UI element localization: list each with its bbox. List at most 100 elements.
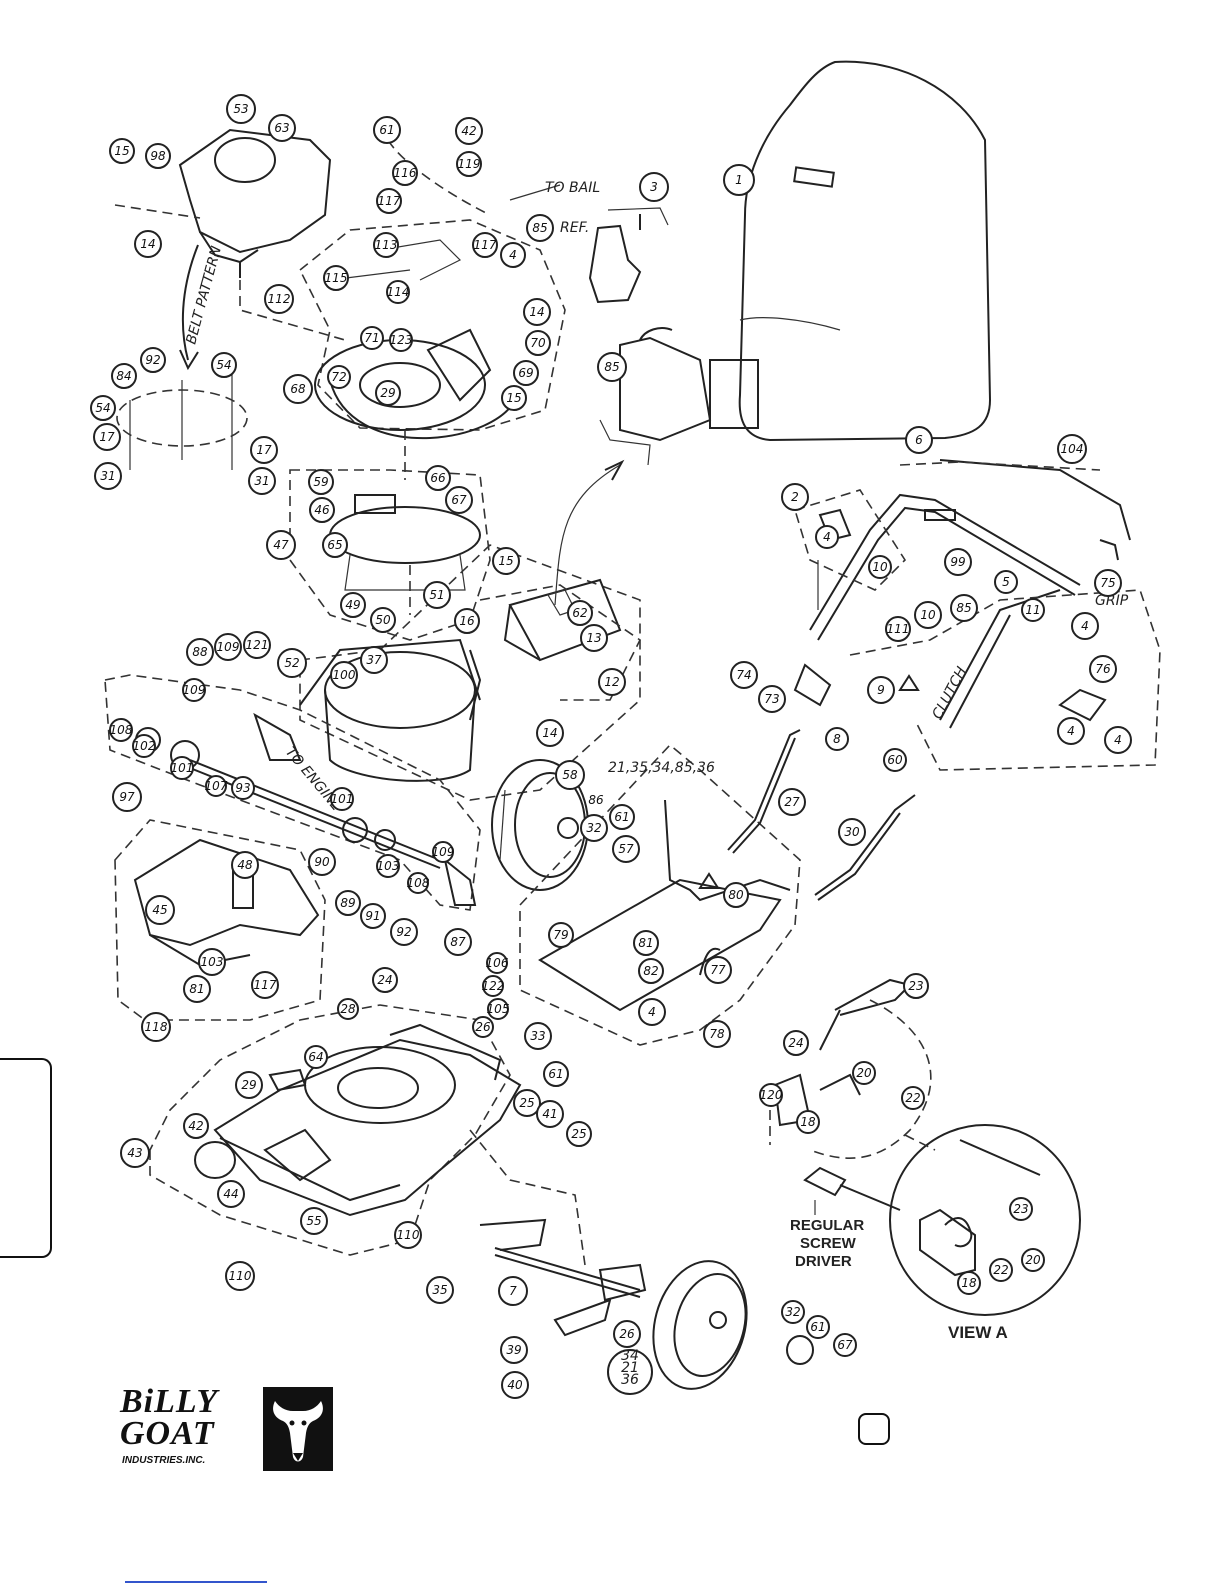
- svg-text:32: 32: [586, 821, 601, 835]
- callout-119: 119: [456, 151, 482, 177]
- svg-text:50: 50: [375, 613, 391, 627]
- callout-91: 91: [360, 903, 386, 929]
- callout-72: 72: [327, 365, 351, 389]
- callout-45: 45: [145, 895, 175, 925]
- svg-text:105: 105: [487, 1002, 510, 1016]
- callout-4b: 4: [815, 525, 839, 549]
- callout-25b: 25: [566, 1121, 592, 1147]
- svg-text:14: 14: [529, 305, 544, 319]
- svg-text:118: 118: [145, 1020, 168, 1034]
- callout-12: 12: [598, 668, 626, 696]
- svg-text:64: 64: [308, 1050, 323, 1064]
- svg-text:117: 117: [254, 978, 277, 992]
- callout-121: 121: [243, 631, 271, 659]
- svg-text:14: 14: [140, 237, 155, 251]
- callout-101a: 101: [170, 756, 194, 780]
- callout-48: 48: [231, 851, 259, 879]
- svg-text:18: 18: [961, 1276, 977, 1290]
- handle-assembly: CLUTCH GRIP: [793, 459, 1161, 771]
- svg-text:58: 58: [562, 768, 578, 782]
- svg-text:23: 23: [1013, 1202, 1028, 1216]
- belt-cover: [114, 819, 326, 1021]
- svg-text:4: 4: [1081, 619, 1089, 633]
- front-axle: [469, 1129, 647, 1337]
- svg-text:75: 75: [1100, 576, 1115, 590]
- svg-text:20: 20: [1025, 1253, 1041, 1267]
- callout-51: 51: [423, 581, 451, 609]
- svg-text:70: 70: [530, 336, 546, 350]
- callout-8: 8: [825, 727, 849, 751]
- svg-text:11: 11: [1025, 603, 1040, 617]
- svg-text:99: 99: [950, 555, 965, 569]
- callout-25a: 25: [513, 1089, 541, 1117]
- callout-52: 52: [277, 648, 307, 678]
- page-number-badge: [858, 1413, 890, 1445]
- pulley-disc: [116, 370, 248, 470]
- callout-55: 55: [300, 1207, 328, 1235]
- callout-13: 13: [580, 624, 608, 652]
- svg-text:62: 62: [572, 606, 587, 620]
- callout-47: 47: [266, 530, 296, 560]
- bottom-link-underline[interactable]: [125, 1581, 267, 1583]
- svg-text:104: 104: [1061, 442, 1084, 456]
- callout-54a: 54: [211, 352, 237, 378]
- svg-text:46: 46: [314, 503, 330, 517]
- triangle-marker-1: [898, 674, 920, 691]
- svg-text:25: 25: [571, 1127, 586, 1141]
- callout-69: 69: [513, 360, 539, 386]
- svg-text:24: 24: [788, 1036, 803, 1050]
- svg-text:51: 51: [429, 588, 444, 602]
- svg-text:55: 55: [306, 1214, 321, 1228]
- svg-text:4: 4: [648, 1005, 656, 1019]
- callout-62: 62: [567, 600, 593, 626]
- callout-106: 106: [486, 952, 509, 974]
- callout-7: 7: [498, 1276, 528, 1306]
- callout-65: 65: [322, 532, 348, 558]
- callout-105: 105: [487, 998, 510, 1020]
- svg-text:32: 32: [785, 1305, 800, 1319]
- view-a-detail: REGULAR SCREW DRIVER VIEW A: [790, 1124, 1081, 1342]
- callout-98: 98: [145, 143, 171, 169]
- callout-61d: 61: [806, 1315, 830, 1339]
- svg-text:91: 91: [365, 909, 380, 923]
- callout-28: 28: [337, 998, 359, 1020]
- callout-85a: 85: [526, 214, 554, 242]
- callout-35: 35: [426, 1276, 454, 1304]
- svg-text:106: 106: [486, 956, 509, 970]
- svg-text:6: 6: [915, 433, 923, 447]
- svg-text:117: 117: [378, 194, 401, 208]
- callout-33: 33: [524, 1022, 552, 1050]
- svg-text:101: 101: [171, 761, 194, 775]
- svg-text:101: 101: [331, 792, 354, 806]
- svg-text:117: 117: [474, 238, 497, 252]
- svg-text:77: 77: [710, 963, 726, 977]
- svg-text:31: 31: [100, 469, 115, 483]
- svg-text:49: 49: [345, 598, 360, 612]
- svg-text:85: 85: [532, 221, 547, 235]
- callout-81a: 81: [633, 930, 659, 956]
- svg-text:120: 120: [760, 1088, 783, 1102]
- callout-77: 77: [704, 956, 732, 984]
- svg-text:66: 66: [430, 471, 446, 485]
- callout-10a: 10: [868, 555, 892, 579]
- svg-text:14: 14: [542, 726, 557, 740]
- svg-text:81: 81: [189, 982, 204, 996]
- callout-18b: 18: [957, 1271, 981, 1295]
- callout-1: 1: [723, 164, 755, 196]
- callout-108b: 108: [407, 872, 430, 894]
- callout-27: 27: [778, 788, 806, 816]
- callout-66: 66: [425, 465, 451, 491]
- svg-text:107: 107: [205, 779, 228, 793]
- callout-20a: 20: [852, 1061, 876, 1085]
- callout-75: 75: [1094, 569, 1122, 597]
- callout-70: 70: [525, 330, 551, 356]
- callout-15a: 15: [109, 138, 135, 164]
- callout-57: 57: [612, 835, 640, 863]
- belt-pattern-arrow: BELT PATTERN: [179, 244, 225, 371]
- billy-goat-logo: BiLLY GOAT INDUSTRIES.INC.: [120, 1385, 335, 1473]
- svg-text:103: 103: [377, 859, 400, 873]
- svg-text:111: 111: [887, 622, 910, 636]
- svg-text:67: 67: [451, 493, 467, 507]
- callout-23b: 23: [1009, 1197, 1033, 1221]
- callout-49: 49: [340, 592, 366, 618]
